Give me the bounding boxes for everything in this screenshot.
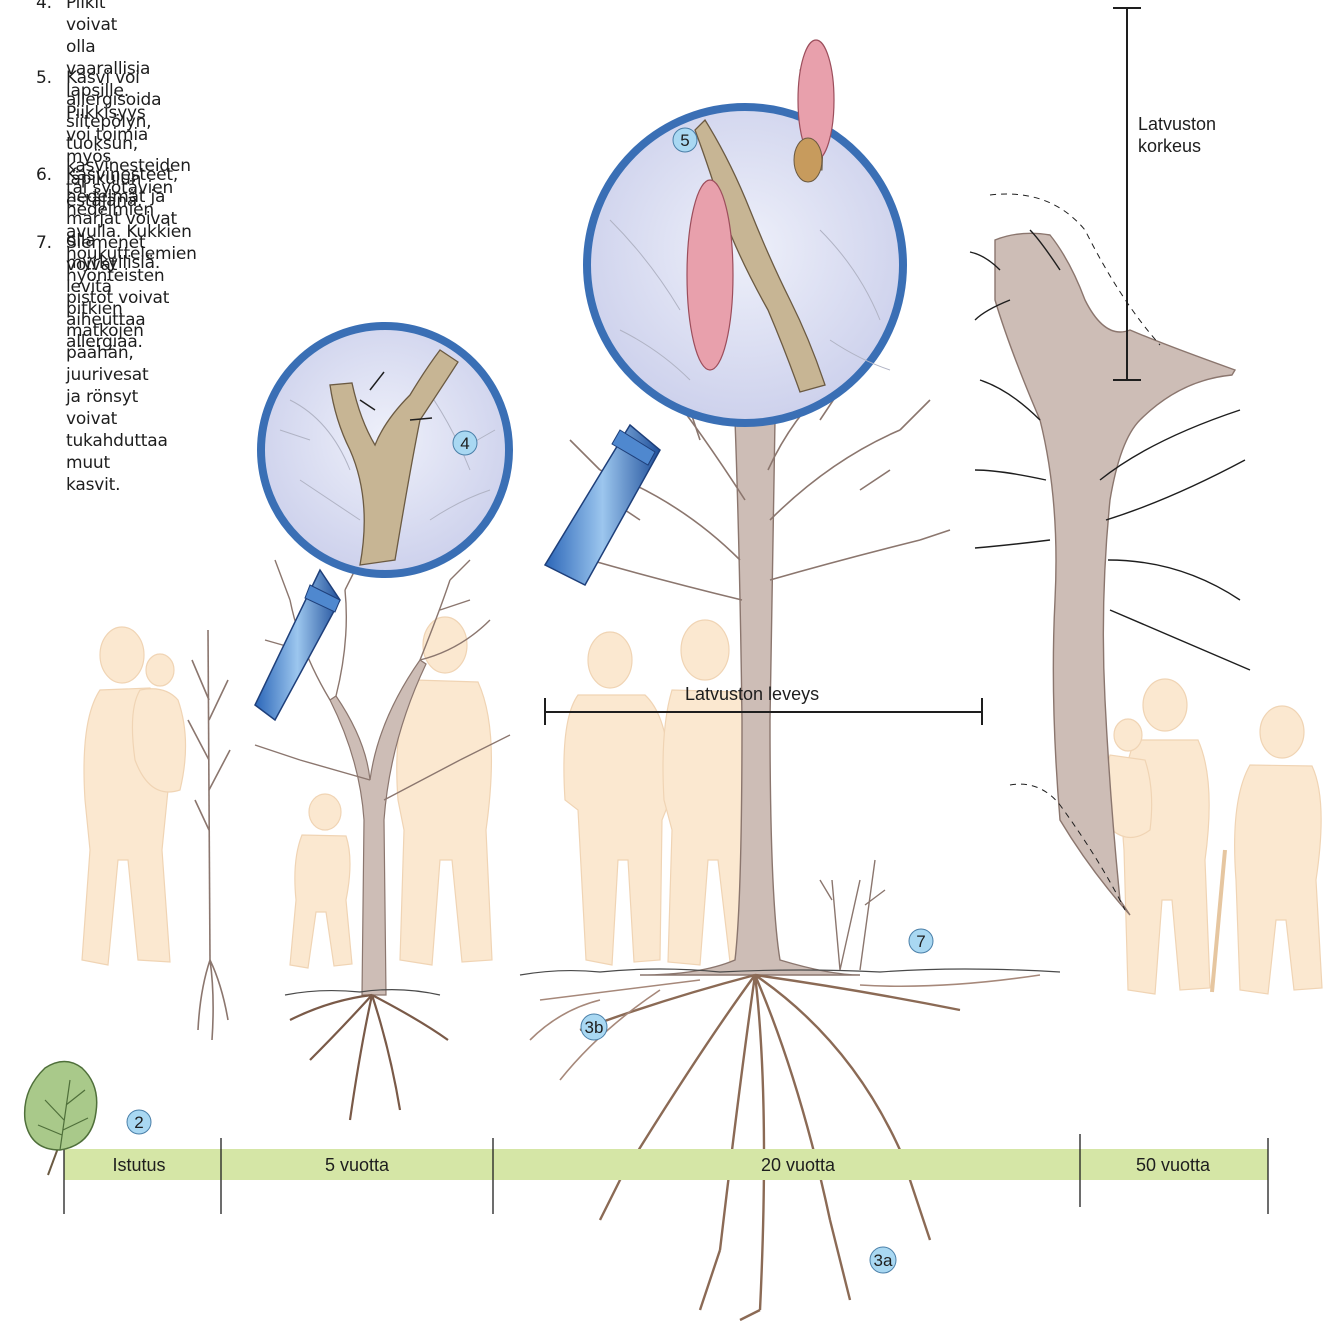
badge-3b: 3b [581, 1014, 607, 1040]
small-child-figure [290, 794, 352, 968]
badge-3b-label: 3b [585, 1018, 604, 1037]
badge-3a: 3a [870, 1247, 896, 1273]
badge-7-label: 7 [916, 932, 925, 951]
sapling [188, 630, 230, 1040]
badge-5: 5 [673, 128, 697, 152]
magnifier-thorns [255, 326, 509, 720]
father-with-child-figure [1105, 679, 1210, 994]
badge-4: 4 [453, 431, 477, 455]
badge-3a-label: 3a [874, 1251, 893, 1270]
people-silhouettes [82, 617, 1322, 994]
timeline: Istutus 5 vuotta 20 vuotta 50 vuotta [64, 1134, 1268, 1214]
mother-with-baby-figure [82, 627, 186, 965]
woman-figure [397, 617, 492, 965]
timeline-stage-50-years: 50 vuotta [1136, 1155, 1211, 1175]
badge-5-label: 5 [680, 131, 689, 150]
magnifier-catkins [545, 40, 903, 585]
badge-2-label: 2 [134, 1113, 143, 1132]
timeline-stage-istutus: Istutus [112, 1155, 165, 1175]
woman-figure-2 [663, 620, 745, 965]
timeline-stage-5-years: 5 vuotta [325, 1155, 390, 1175]
crown-height-label-line1: Latvuston [1138, 114, 1216, 134]
badge-2: 2 [127, 1110, 151, 1134]
man-figure [564, 632, 670, 965]
badge-7: 7 [909, 929, 933, 953]
crown-width-label: Latvuston leveys [685, 684, 819, 704]
crown-height-label-line2: korkeus [1138, 136, 1201, 156]
timeline-band [64, 1149, 1268, 1180]
elderly-woman-figure [1212, 706, 1322, 994]
crown-height-marker [1113, 8, 1141, 380]
timeline-stage-20-years: 20 vuotta [761, 1155, 836, 1175]
badge-4-label: 4 [460, 434, 469, 453]
